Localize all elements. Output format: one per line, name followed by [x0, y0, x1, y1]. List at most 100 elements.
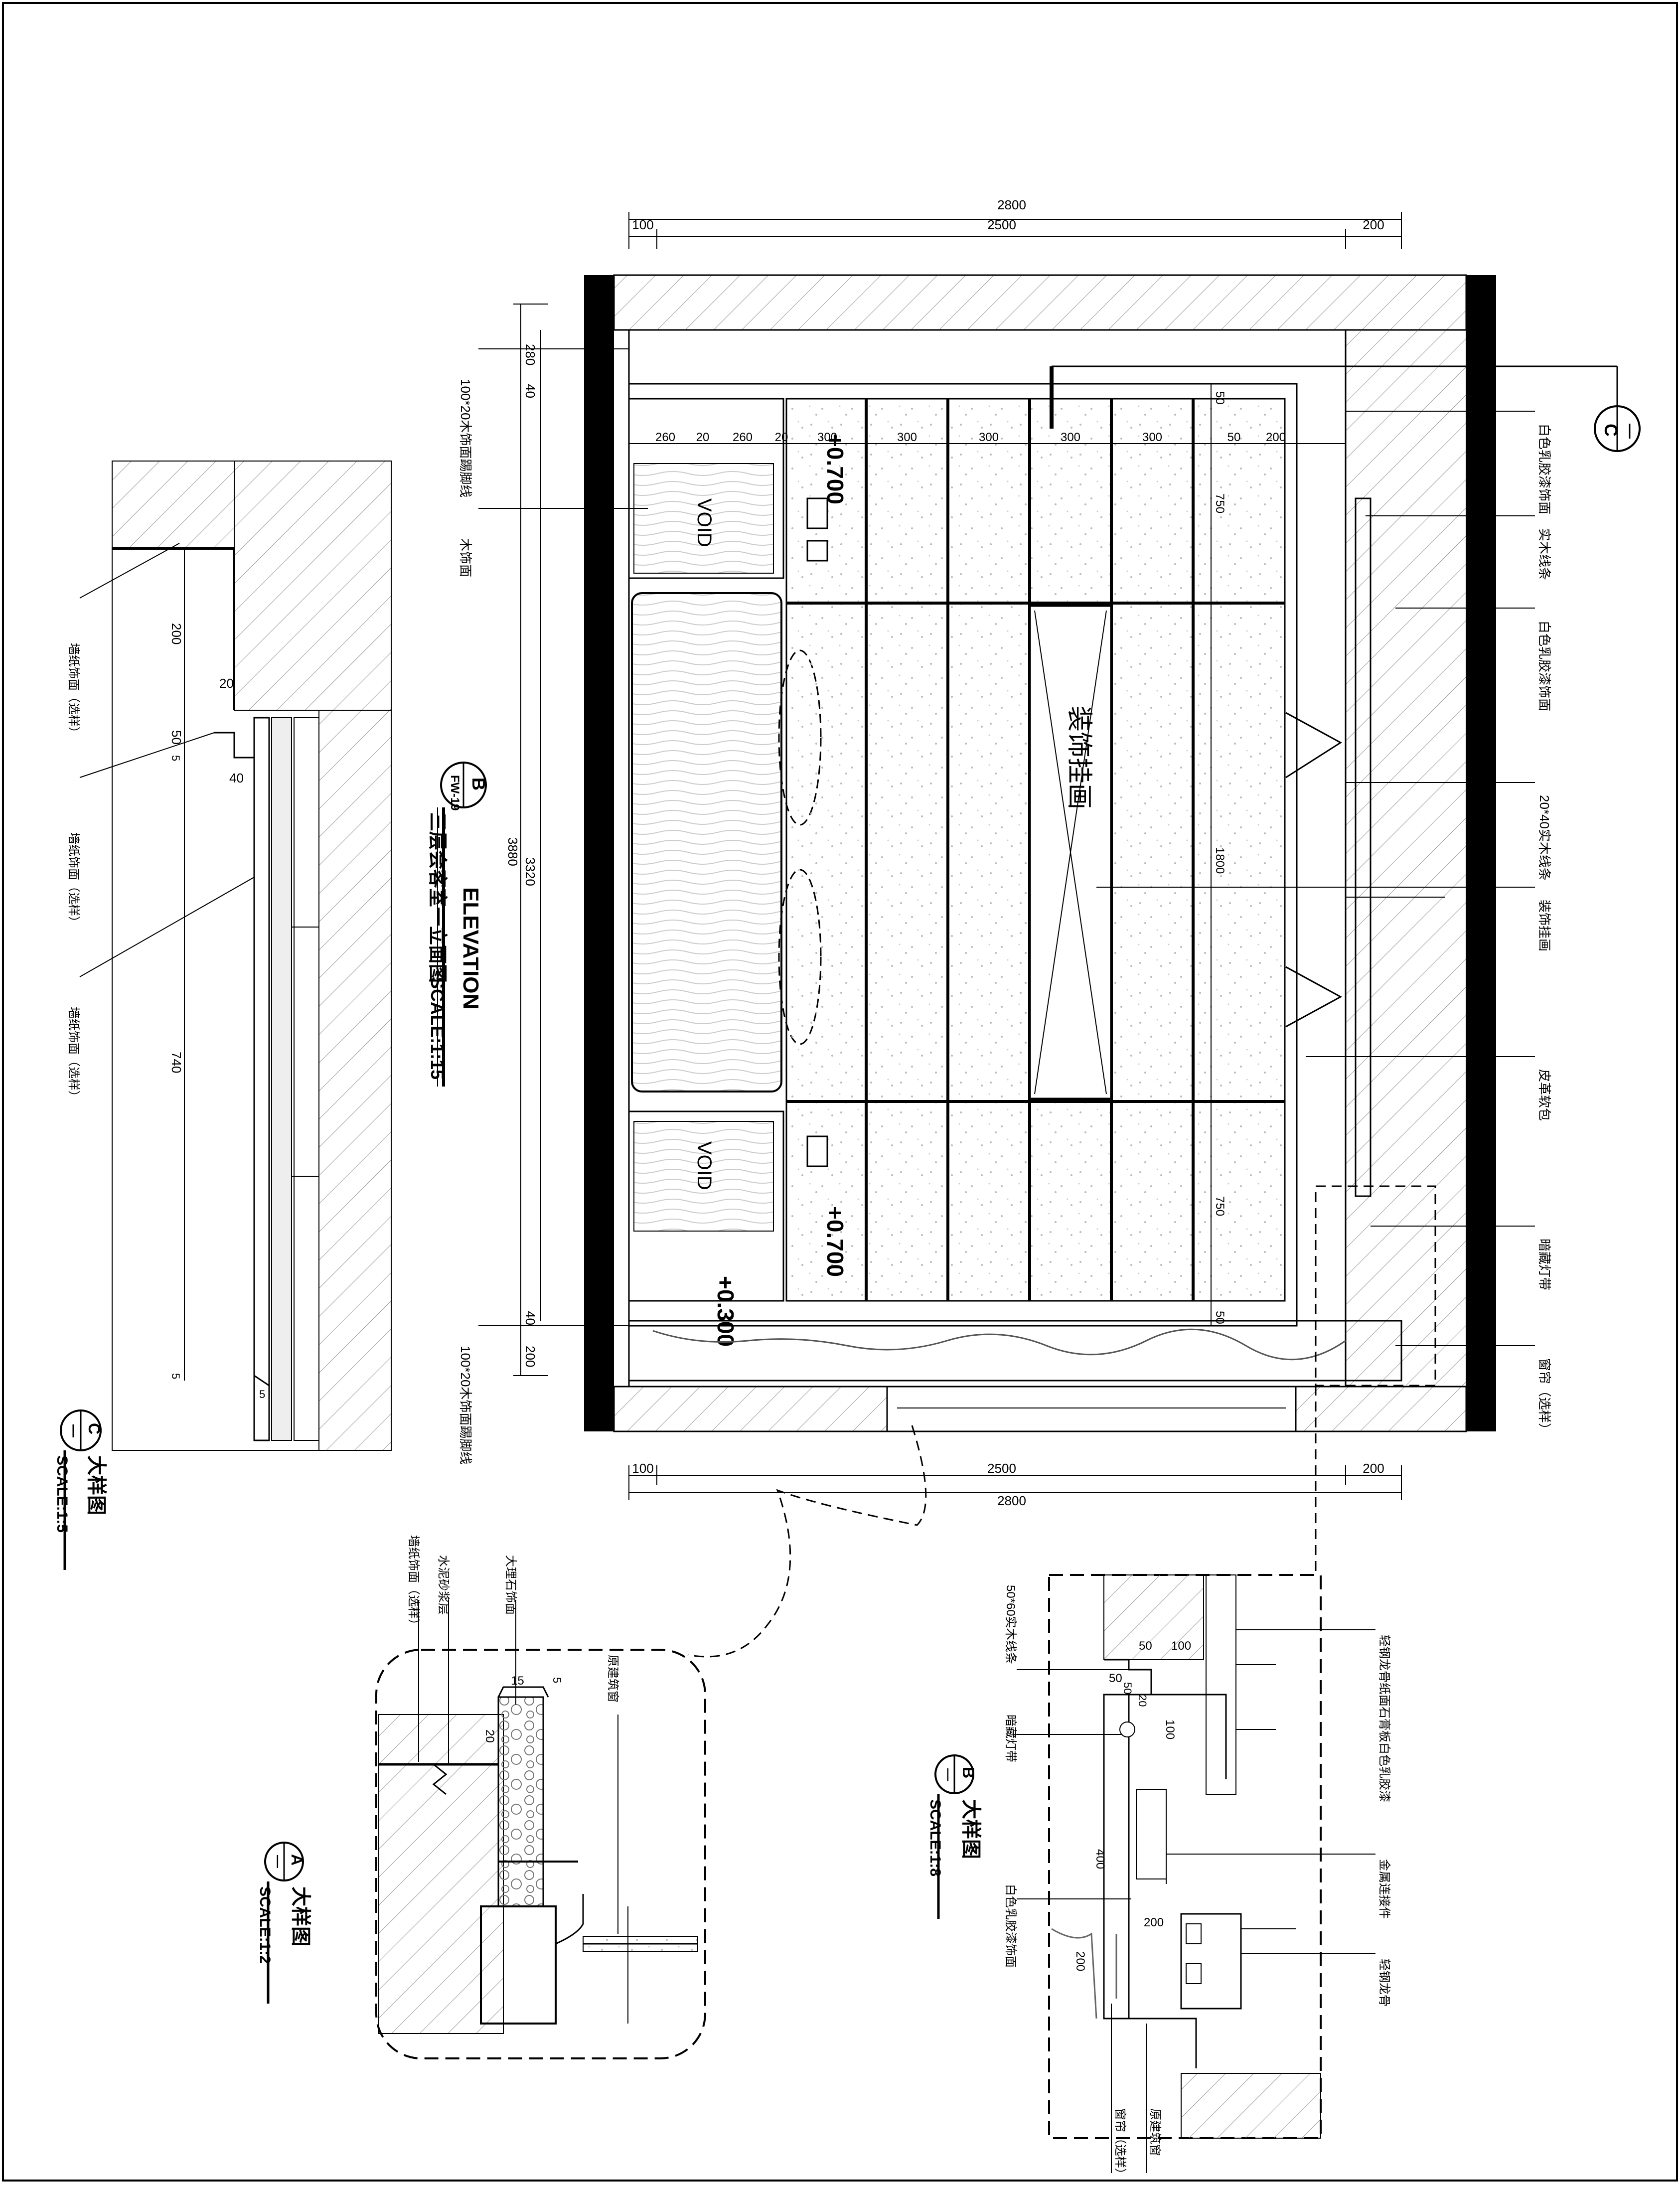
dim-col-5: 300 [897, 431, 917, 444]
detail-b-scale: SCALE:1:8 [927, 1799, 943, 1876]
detail-a-tag-letter: A [288, 1854, 306, 1866]
dim-col-2: 260 [733, 431, 753, 444]
left-callout-2: 100*20木饰面踢脚线 [458, 1346, 473, 1464]
detail-b-dim-0: 50 [1139, 1639, 1152, 1653]
dim-col-7: 300 [1061, 431, 1080, 444]
detail-c-tag-ref: — [67, 1424, 82, 1437]
detail-a-dim-0: 15 [511, 1674, 524, 1688]
left-dimensions: 280 40 3880 3320 40 200 [505, 304, 548, 1376]
right-wall-cap [1466, 275, 1496, 1431]
right-callout-0: 白色乳胶漆饰面 [1537, 424, 1552, 514]
lower-left-niche [628, 1110, 784, 1302]
detail-c-dim-4: 40 [229, 771, 244, 785]
dim-top-mid: 2500 [987, 217, 1016, 232]
detail-a-dim-2: 20 [483, 1729, 496, 1743]
detail-c-dim-2: 50 [169, 730, 184, 745]
column-dimensions: 260 20 260 20 300 300 300 300 300 50 200 [629, 431, 1346, 444]
curtain-box [628, 1320, 1402, 1382]
right-callout-2: 白色乳胶漆饰面 [1537, 621, 1552, 711]
dim-left-top: 280 [523, 344, 538, 365]
void-top-label: VOID [693, 498, 715, 547]
level-bed: +0.300 [713, 1276, 739, 1347]
detail-a-callout-path [687, 1425, 927, 1658]
outlet-bottom-1 [806, 1135, 828, 1167]
level-upper: +0.700 [822, 434, 848, 504]
detail-a-title: 大样图 [290, 1886, 311, 1946]
detail-b-dim-1: 100 [1171, 1639, 1191, 1653]
right-callout-4: 装饰挂画 [1537, 900, 1552, 951]
dim-bottom-right: 200 [1363, 1461, 1384, 1476]
detail-c-callout-0: 墙纸饰面（选样） [67, 643, 80, 739]
dim-col-4: 300 [817, 431, 837, 444]
dim-col-6: 300 [979, 431, 999, 444]
detail-b-callout-right-0: 轻钢龙骨纸面石膏板白色乳胶漆 [1377, 1635, 1391, 1802]
detail-b-callout-right-1: 金属连接件 [1377, 1859, 1391, 1919]
elevation-title-label: ELEVATION [458, 887, 483, 1009]
detail-b-callout-left-2: 白色乳胶漆饰面 [1004, 1884, 1017, 1968]
elevation-title-block: B FW-19 ELEVATION 三层会客室一立面图 SCALE:1:15 [427, 762, 489, 1087]
detail-c: 200 20 50 5 40 740 5 5 墙纸饰面（选样） 墙纸饰面（选样）… [54, 461, 392, 1570]
dim-row-1: 750 [1213, 493, 1226, 513]
left-callout-0: 100*20木饰面踢脚线 [458, 379, 473, 497]
top-slab [613, 274, 1467, 331]
dim-top-total: 2800 [997, 197, 1026, 212]
row-dimensions: 50 750 1800 750 50 [1211, 384, 1226, 1326]
dim-bottom-mid: 2500 [987, 1461, 1016, 1476]
detail-c-callout-1: 墙纸饰面（选样） [67, 832, 80, 928]
outlet-top-1 [806, 497, 828, 529]
right-callout-5: 皮革软包 [1537, 1069, 1552, 1121]
section-marker-letter: C [1601, 424, 1621, 437]
dim-left-bot-b: 200 [523, 1346, 538, 1367]
dim-left-inner: 3320 [523, 857, 538, 886]
dim-col-9: 50 [1227, 431, 1241, 444]
void-bottom-label: VOID [693, 1141, 715, 1190]
detail-c-dim-5: 740 [169, 1052, 184, 1073]
right-callout-3: 20*40实木线条 [1537, 795, 1552, 881]
section-marker-ref: — [1622, 424, 1639, 439]
upper-left-niche [628, 398, 784, 579]
detail-b-tag-letter: B [959, 1767, 977, 1778]
dim-left-total: 3880 [505, 837, 520, 866]
bed-headboard [631, 592, 782, 1093]
dim-col-3: 20 [775, 431, 788, 444]
wall-lamp-upper [1285, 712, 1342, 779]
detail-b-dim-3: 50 [1121, 1682, 1134, 1694]
dim-col-8: 300 [1142, 431, 1162, 444]
detail-a-callout-1: 水泥砂浆层 [437, 1555, 450, 1615]
wall-lamp-lower [1285, 966, 1343, 1028]
left-wall-cap [584, 275, 614, 1431]
light-slot [1355, 497, 1372, 1197]
bottom-dimensions: 100 2500 200 2800 [628, 1461, 1402, 1508]
detail-b-callout-bottom-1: 窗帘（选样） [1113, 2108, 1127, 2180]
detail-a-scale: SCALE:1:2 [257, 1886, 273, 1964]
left-callout-1: 木饰面 [458, 538, 473, 577]
elevation-tag-letter: B [468, 778, 489, 790]
dim-row-0: 50 [1213, 391, 1226, 405]
detail-a-callout-2: 大理石饰面 [504, 1555, 517, 1615]
level-lower: +0.700 [822, 1206, 848, 1277]
void-bottom-box [633, 1121, 774, 1232]
dim-top-right: 200 [1363, 217, 1384, 232]
dim-col-10: 200 [1266, 431, 1286, 444]
detail-a-callout-3: 原建筑窗 [606, 1655, 619, 1703]
dim-top-left: 100 [632, 217, 653, 232]
elevation-scale: SCALE:1:15 [427, 977, 448, 1080]
detail-b-callout-left-1: 暗藏灯带 [1004, 1715, 1017, 1762]
detail-c-dim-3: 5 [169, 755, 182, 761]
wall-panel-frame [628, 383, 1298, 1327]
dim-col-0: 260 [655, 431, 675, 444]
detail-b-dim-8: 200 [1073, 1951, 1087, 1971]
dim-left-top-b: 40 [523, 384, 538, 398]
detail-c-dim-1: 20 [219, 676, 234, 691]
detail-c-callout-2: 墙纸饰面（选样） [67, 1007, 80, 1102]
detail-b-callout-right-2: 轻钢龙骨 [1377, 1959, 1391, 2007]
right-callout-6: 暗藏灯带 [1537, 1239, 1552, 1290]
detail-a-tag-ref: — [271, 1855, 286, 1868]
detail-a-dim-1: 5 [551, 1677, 563, 1683]
curtain-folds [652, 1328, 1346, 1361]
dim-col-1: 20 [696, 431, 710, 444]
detail-b-title: 大样图 [960, 1799, 982, 1859]
dim-bottom-total: 2800 [997, 1493, 1026, 1508]
